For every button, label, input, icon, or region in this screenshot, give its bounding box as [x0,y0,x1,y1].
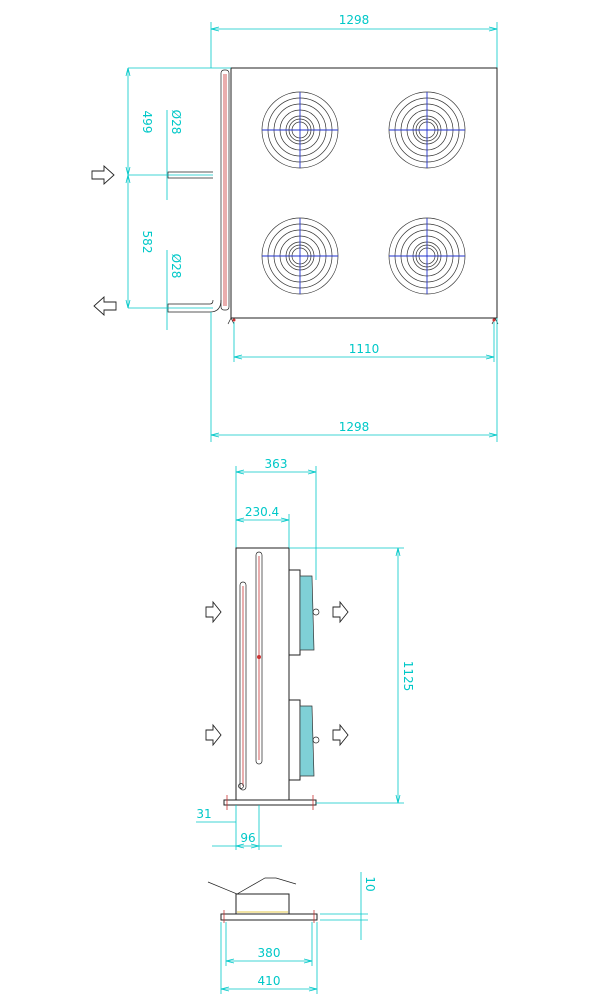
outlet-arrow [93,295,117,317]
base-rail-side [223,799,317,806]
unit-casing-side [235,547,290,801]
fan-grille-3 [261,217,339,295]
dim-lower-height-label: 582 [140,231,154,254]
dim-leg-span: 1110 [233,322,495,362]
dim-upper-height: 499 [125,67,231,176]
dim-height: 1125 [289,547,415,804]
dim-total-width-top: 1298 [210,13,498,68]
side-view: 363 230.4 [196,457,415,850]
dim-pipe-dia-upper: Ø28 [166,110,183,200]
fan-grille-1 [261,91,339,169]
dim-height-label: 1125 [401,661,415,692]
dim-pipe-dia-upper-label: Ø28 [169,110,183,135]
fan-housing-upper [288,569,320,656]
airflow-in-lower [205,723,222,747]
dim-total-width-bottom: 1298 [210,312,498,442]
dim-inner-width-label: 380 [258,946,281,960]
coil-tube-rear [255,551,263,765]
dim-inner-width: 380 [225,922,313,966]
dim-pipe-offset-label: 31 [196,807,211,821]
dim-pipe-dia-lower-label: Ø28 [169,254,183,279]
dim-overall-depth-label: 363 [265,457,288,471]
dim-pipe-spacing-label: 96 [240,831,255,845]
coil-tube-front [239,581,247,791]
airflow-out-lower [332,723,349,747]
dim-leg-span-label: 1110 [349,342,380,356]
top-view: 1298 [91,13,499,442]
dim-outer-width-label: 410 [258,974,281,988]
dim-total-width-top-label: 1298 [339,13,370,27]
end-view-base [220,913,318,921]
inlet-arrow [91,164,115,186]
dim-body-depth-label: 230.4 [245,505,279,519]
dim-pipe-offset: 31 [196,805,237,850]
dim-flange-label: 10 [363,876,377,891]
end-view-casing [235,893,290,917]
dim-body-depth: 230.4 [235,505,290,548]
fan-grille-2 [388,91,466,169]
leg-marker-left [232,318,236,322]
dim-pipe-spacing: 96 [212,805,282,850]
end-view: 10 380 410 [207,872,377,994]
dim-flange: 10 [320,872,377,940]
fan-grille-4 [388,217,466,295]
end-view-roof [207,877,297,895]
dim-lower-height: 582 [125,174,213,309]
dim-total-width-bottom-label: 1298 [339,420,370,434]
dim-outer-width: 410 [220,922,318,994]
airflow-out-upper [332,600,349,624]
leg-marker-right [492,318,496,322]
airflow-in-upper [205,600,222,624]
fan-housing-lower [288,699,320,781]
dim-pipe-dia-lower: Ø28 [166,250,183,330]
dim-upper-height-label: 499 [140,111,154,134]
dim-overall-depth: 363 [235,457,317,580]
